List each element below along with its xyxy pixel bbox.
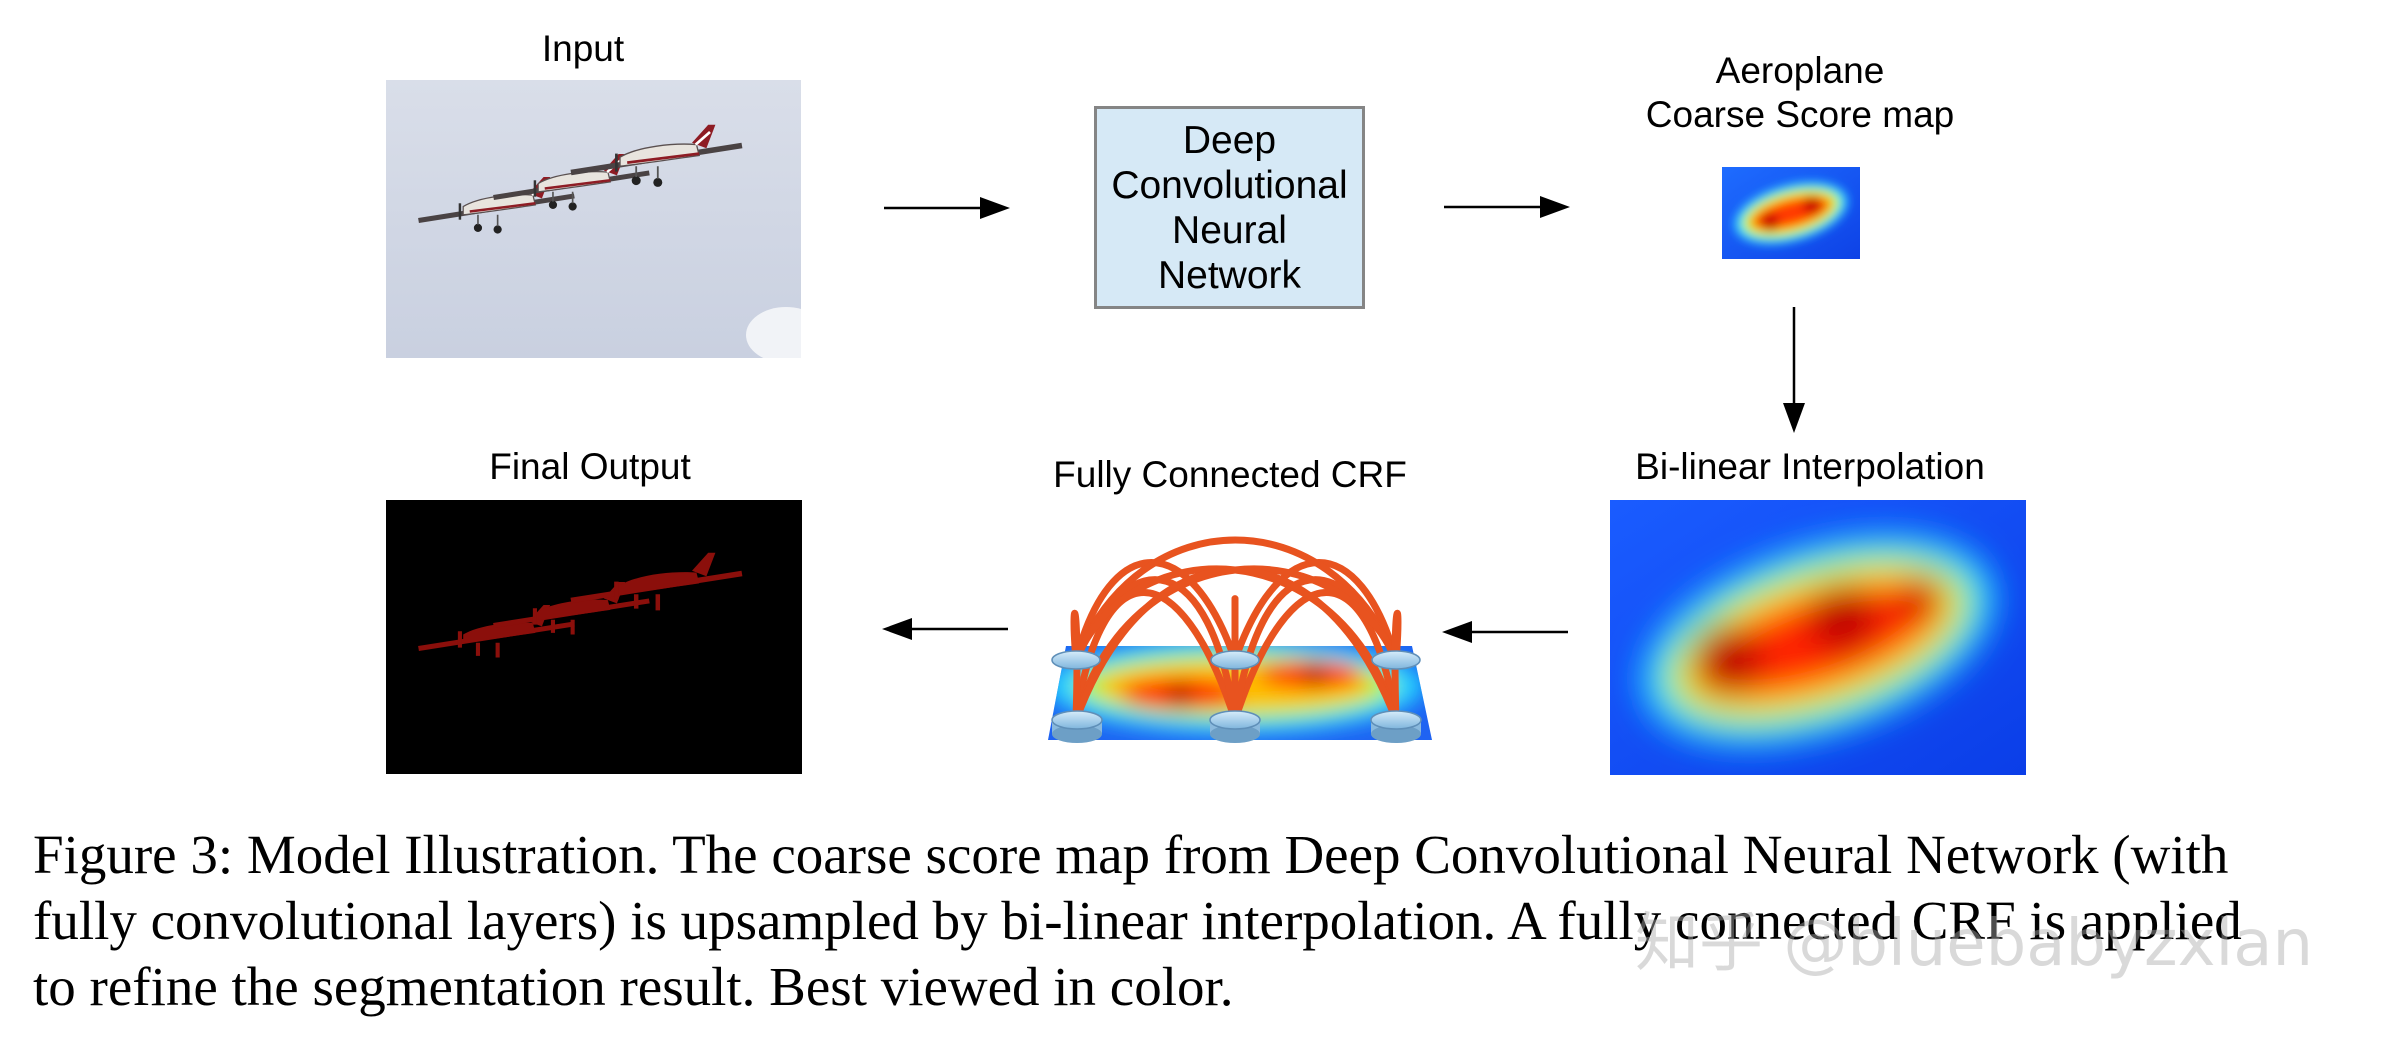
coarse-score-map <box>1722 167 1860 259</box>
arrow-input-to-dcnn <box>884 197 1010 219</box>
input-label: Input <box>541 28 625 69</box>
crf-illustration <box>1030 510 1440 750</box>
caption-line-3: to refine the segmentation result. Best … <box>33 956 1234 1017</box>
figure-caption: Figure 3: Model Illustration. The coarse… <box>33 822 2383 1020</box>
dcnn-label-line3: Neural <box>1172 208 1287 252</box>
final-output-image <box>386 500 802 774</box>
bilinear-heatmap <box>1610 500 2026 775</box>
dcnn-box: Deep Convolutional Neural Network <box>1094 106 1365 309</box>
crf-label: Fully Connected CRF <box>1053 454 1407 495</box>
input-image <box>386 80 801 358</box>
final-output-label: Final Output <box>489 446 691 487</box>
bilinear-label: Bi-linear Interpolation <box>1635 446 1985 487</box>
dcnn-label-line2: Convolutional <box>1111 163 1348 207</box>
caption-line-1: Figure 3: Model Illustration. The coarse… <box>33 824 2229 885</box>
arrow-dcnn-to-coarse <box>1444 196 1570 218</box>
dcnn-label-line1: Deep <box>1182 118 1277 162</box>
dcnn-label-line4: Network <box>1157 253 1302 297</box>
arrow-bilinear-to-crf <box>1442 621 1568 643</box>
coarse-score-label-line2: Coarse Score map <box>1645 94 1955 135</box>
arrow-coarse-to-bilinear <box>1783 307 1805 433</box>
caption-line-2: fully convolutional layers) is upsampled… <box>33 890 2242 951</box>
arrow-crf-to-final <box>882 618 1008 640</box>
coarse-score-label-line1: Aeroplane <box>1715 50 1885 91</box>
